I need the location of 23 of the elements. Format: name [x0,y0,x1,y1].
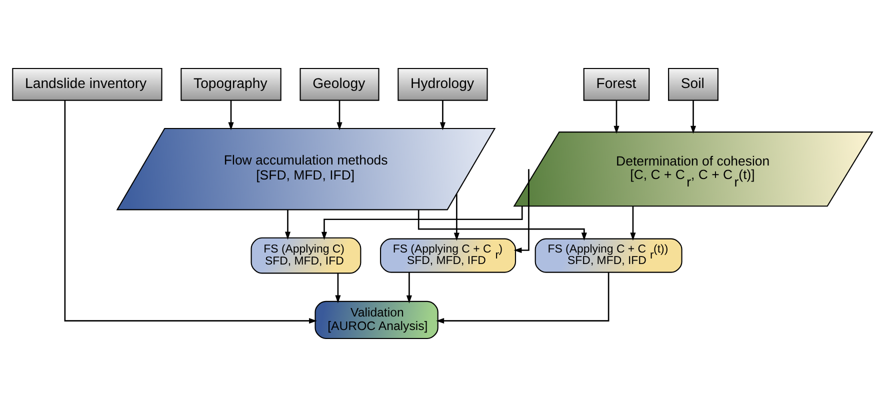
arrow [690,100,696,134]
node-box: Topography [180,68,282,100]
arrow [336,100,342,130]
node-box: Geology [300,68,380,100]
arrow [228,100,234,130]
arrow [321,206,523,240]
arrow [436,272,610,324]
node-box: FS (Applying C) SFD, MFD, IFD [250,236,362,274]
arrow [454,193,460,240]
node-box: Validation [AUROC Analysis] [314,300,438,338]
arrow [418,209,587,240]
arrow [440,100,446,130]
arrow [514,168,530,253]
arrow [335,272,341,303]
arrow [630,206,636,240]
node-box: Forest [583,68,650,100]
node-box: Soil [668,68,718,100]
arrow [64,100,317,324]
node-box: Hydrology [398,68,488,100]
arrow [406,272,412,303]
node-box: Landslide inventory [12,68,162,100]
arrow [284,209,291,240]
arrow [614,100,620,134]
